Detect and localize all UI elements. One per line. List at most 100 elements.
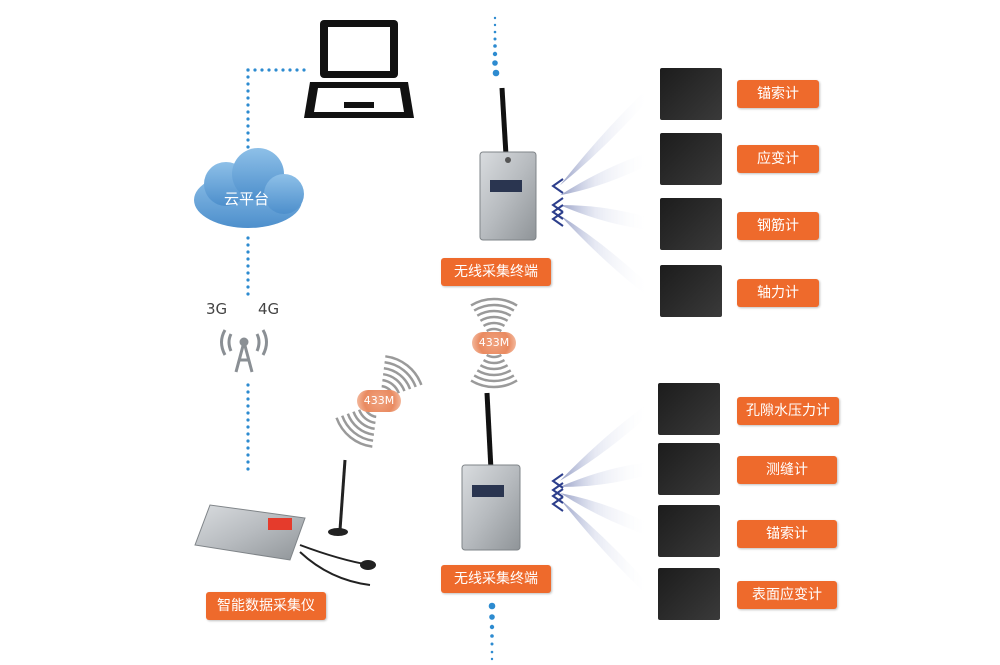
link-dot xyxy=(493,16,497,20)
sensor-upper-label: 锚索计 xyxy=(737,80,819,108)
link-dot xyxy=(490,634,494,638)
link-dot xyxy=(246,138,250,142)
link-dot xyxy=(488,602,496,610)
link-dot xyxy=(246,131,250,135)
radio-waves xyxy=(335,297,518,448)
sensor-lower-label: 测缝计 xyxy=(737,456,837,484)
link-dot xyxy=(260,68,264,72)
link-laptop-horizontal xyxy=(246,68,306,72)
wave-arc xyxy=(473,303,515,312)
dotted-links xyxy=(246,16,500,661)
surface-strain-gauge-photo xyxy=(658,568,720,620)
link-dot xyxy=(492,69,500,77)
signal-beam xyxy=(560,86,650,186)
link-dot xyxy=(246,236,250,240)
sensor-lower-label: 表面应变计 xyxy=(737,581,837,609)
signal-beam xyxy=(560,499,650,598)
cloud-icon xyxy=(194,148,304,228)
frequency-badge-terminals: 433M xyxy=(472,332,516,354)
wave-arc xyxy=(482,358,506,365)
link-dot xyxy=(246,432,250,436)
link-dot xyxy=(246,439,250,443)
link-dot xyxy=(246,411,250,415)
frequency-badge-logger: 433M xyxy=(357,390,401,412)
signal-beam xyxy=(560,205,650,230)
sensor-lower-label: 孔隙水压力计 xyxy=(737,397,839,425)
signal-beam xyxy=(560,462,650,487)
wave-arc xyxy=(470,297,518,307)
wave-arc xyxy=(385,355,423,386)
link-dot xyxy=(246,145,250,149)
data-logger-icon xyxy=(194,459,376,586)
link-dot xyxy=(281,68,285,72)
signal-arrow xyxy=(551,488,564,504)
wave-arc xyxy=(473,374,515,383)
wave-arc xyxy=(357,409,376,425)
sensor-upper-label: 轴力计 xyxy=(737,279,819,307)
wave-arc xyxy=(382,378,400,394)
wave-arc xyxy=(482,321,506,328)
link-dot xyxy=(246,243,250,247)
link-dot xyxy=(246,425,250,429)
link-dot xyxy=(246,75,250,79)
sensor-upper-label: 应变计 xyxy=(737,145,819,173)
signal-arrow xyxy=(551,211,564,227)
link-dot xyxy=(246,110,250,114)
terminal-lower-label: 无线采集终端 xyxy=(441,565,551,593)
link-top-terminal-up xyxy=(492,16,500,77)
signal-beam xyxy=(560,493,650,536)
link-dot xyxy=(492,51,498,57)
link-dot xyxy=(246,446,250,450)
anchor-cable-meter-lower-photo xyxy=(658,505,720,557)
wave-arc xyxy=(383,366,412,390)
link-dot xyxy=(246,404,250,408)
data-logger-label: 智能数据采集仪 xyxy=(206,592,326,620)
wave-arc xyxy=(479,315,509,322)
link-dot xyxy=(246,257,250,261)
wave-arc xyxy=(341,415,374,442)
link-dot xyxy=(246,460,250,464)
signal-arrow xyxy=(551,496,564,512)
wave-arc xyxy=(486,327,502,333)
wave-arc xyxy=(486,353,502,359)
terminal-lower xyxy=(461,392,521,551)
link-dot xyxy=(493,30,497,34)
signal-beams xyxy=(560,86,650,598)
link-dot xyxy=(246,292,250,296)
signal-arrows xyxy=(551,178,564,512)
link-dot xyxy=(295,68,299,72)
wave-arc xyxy=(352,411,375,431)
axial-force-meter-photo xyxy=(660,265,722,317)
link-dot xyxy=(493,23,497,27)
link-dot xyxy=(246,264,250,268)
piezometer-photo xyxy=(658,383,720,435)
signal-arrow xyxy=(551,482,564,498)
laptop-icon xyxy=(304,20,414,118)
link-dot xyxy=(246,390,250,394)
signal-beam xyxy=(560,215,650,298)
link-dot xyxy=(246,453,250,457)
link-dot xyxy=(246,397,250,401)
strain-gauge-photo xyxy=(660,133,722,185)
link-dot xyxy=(246,285,250,289)
link-dot xyxy=(492,60,498,66)
link-dot xyxy=(246,418,250,422)
signal-arrow xyxy=(551,197,564,213)
link-dot xyxy=(489,624,495,630)
cloud-platform-label: 云平台 xyxy=(224,190,270,208)
link-dot xyxy=(246,96,250,100)
link-dot xyxy=(493,44,497,48)
link-laptop-to-cloud xyxy=(246,68,250,471)
link-dot xyxy=(490,657,494,661)
link-dot xyxy=(246,278,250,282)
link-dot xyxy=(246,383,250,387)
wave-arc xyxy=(335,417,373,448)
sensor-upper-label: 钢筋计 xyxy=(737,212,819,240)
wave-arc xyxy=(346,413,375,436)
link-dot xyxy=(246,250,250,254)
link-dot xyxy=(246,89,250,93)
link-bottom-terminal-down xyxy=(488,602,496,661)
signal-beam xyxy=(560,152,650,196)
link-dot xyxy=(246,82,250,86)
